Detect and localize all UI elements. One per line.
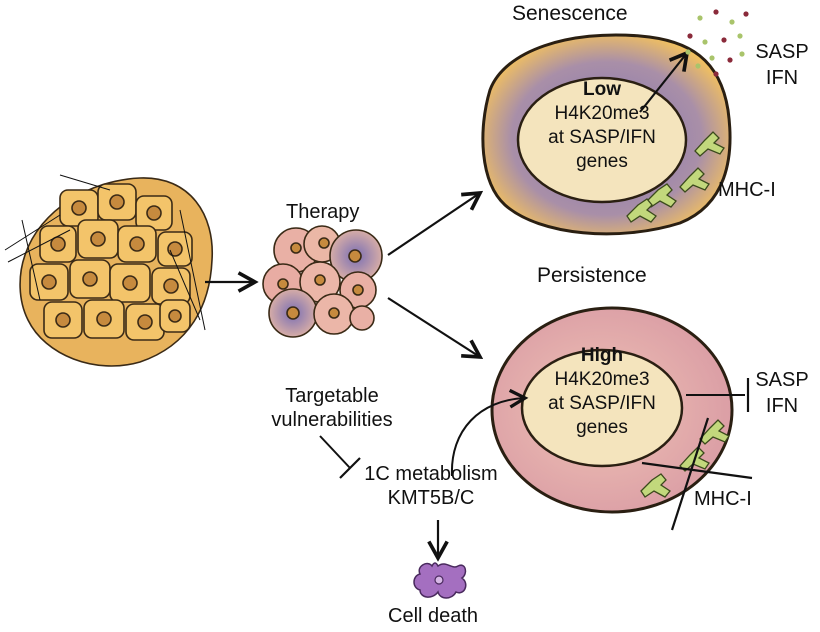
mhc-receptors-persistent xyxy=(640,419,730,498)
persistent-loci: at SASP/IFN xyxy=(548,393,656,414)
senescent-cell xyxy=(481,33,732,236)
metabolism-label: 1C metabolism KMT5B/C xyxy=(356,462,506,510)
persistent-mark: H4K20me3 xyxy=(554,369,650,390)
persistence-title: Persistence xyxy=(537,264,647,287)
therapy-cluster xyxy=(262,225,383,338)
feedback-arrow xyxy=(450,398,525,477)
inhibit-line xyxy=(319,435,351,469)
persistent-ifn: IFN xyxy=(765,395,799,417)
targetable-line-1: Targetable xyxy=(285,385,379,407)
cell-death-label: Cell death xyxy=(388,605,479,627)
inhibit-bar xyxy=(339,457,361,479)
persistent-cell xyxy=(450,306,750,514)
senescent-mhc-label: MHC-I xyxy=(718,179,776,201)
targetable-line-2: vulnerabilities xyxy=(271,409,393,431)
persistent-level: High xyxy=(580,345,624,366)
mhc-cross xyxy=(641,417,753,531)
persistent-nucleus-text: High H4K20me3 at SASP/IFN genes xyxy=(532,344,672,440)
persistent-genes: genes xyxy=(576,417,628,438)
persistent-sasp: SASP xyxy=(755,369,809,391)
senescent-sasp: SASP xyxy=(755,41,809,63)
senescent-genes: genes xyxy=(576,151,628,172)
senescent-mark: H4K20me3 xyxy=(554,103,650,124)
metabolism-line-2: KMT5B/C xyxy=(387,487,475,509)
metabolism-line-1: 1C metabolism xyxy=(364,463,498,485)
therapy-label: Therapy xyxy=(286,201,360,223)
arrow-to-senescence xyxy=(387,193,480,256)
sasp-dots xyxy=(685,9,749,77)
tumor-cluster xyxy=(4,174,213,367)
senescent-level: Low xyxy=(583,79,621,100)
targetable-label: Targetable vulnerabilities xyxy=(262,384,402,432)
mhc-receptors-senescent xyxy=(626,131,725,223)
senescence-title: Senescence xyxy=(512,2,628,25)
senescent-nucleus-text: Low H4K20me3 at SASP/IFN genes xyxy=(532,78,672,174)
senescent-ifn: IFN xyxy=(765,67,799,89)
sasp-release-arrow xyxy=(639,53,687,113)
persistent-mhc-label: MHC-I xyxy=(694,488,752,510)
arrow-to-persistence xyxy=(387,297,480,357)
senescent-loci: at SASP/IFN xyxy=(548,127,656,148)
